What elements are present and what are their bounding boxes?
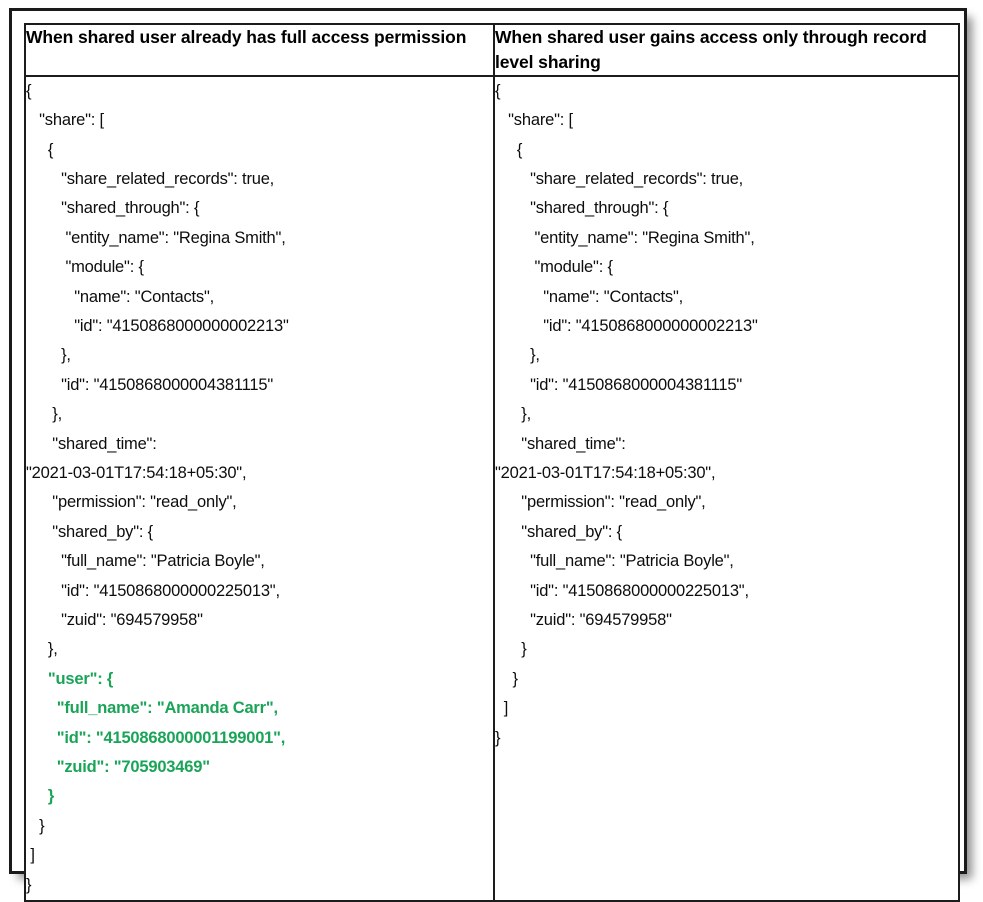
code-line: "module": { (495, 258, 613, 277)
column-header-record-level-sharing-text: When shared user gains access only throu… (495, 27, 927, 72)
code-line: "shared_by": { (26, 522, 153, 541)
json-code-block-record-level-sharing: { "share": [ { "share_related_records": … (495, 77, 958, 753)
code-line: } (26, 875, 32, 894)
code-line: "entity_name": "Regina Smith", (26, 228, 286, 247)
code-line: "id": "4150868000000225013", (495, 581, 749, 600)
code-line: "shared_through": { (26, 199, 200, 218)
code-line: "shared_by": { (495, 522, 622, 541)
code-line: "share": [ (495, 111, 573, 130)
code-cell-full-access: { "share": [ { "share_related_records": … (24, 74, 495, 902)
code-line: "share_related_records": true, (495, 169, 744, 188)
table-header-row: When shared user already has full access… (24, 23, 960, 77)
code-line: "zuid": "694579958" (495, 611, 672, 629)
code-line: { (495, 140, 523, 159)
code-line: "id": "4150868000000225013", (26, 581, 280, 600)
code-line: "permission": "read_only", (495, 493, 706, 512)
column-header-record-level-sharing: When shared user gains access only throu… (493, 23, 960, 77)
screenshot-frame: When shared user already has full access… (9, 8, 967, 902)
column-header-full-access: When shared user already has full access… (24, 23, 495, 77)
code-line: "name": "Contacts", (495, 287, 683, 306)
code-line: "shared_through": { (495, 199, 669, 218)
code-line: "id": "4150868000004381115" (26, 375, 274, 394)
code-line: "id": "4150868000000002213" (26, 316, 289, 335)
comparison-table: When shared user already has full access… (24, 23, 960, 902)
code-line: }, (26, 640, 58, 659)
code-line: "shared_time": (26, 434, 157, 453)
code-line: "user": { (26, 669, 114, 688)
code-line: ] (495, 699, 509, 718)
code-line: "name": "Contacts", (26, 287, 214, 306)
code-line: "id": "4150868000000002213" (495, 316, 758, 335)
code-line: "full_name": "Amanda Carr", (26, 699, 278, 718)
code-line: "id": "4150868000004381115" (495, 375, 743, 394)
code-line: "share_related_records": true, (26, 169, 275, 188)
code-line: "zuid": "694579958" (26, 611, 203, 629)
code-line: "module": { (26, 258, 144, 277)
table-body-row: { "share": [ { "share_related_records": … (24, 74, 960, 902)
code-line: { (26, 81, 32, 100)
code-line: { (26, 140, 54, 159)
code-line: "full_name": "Patricia Boyle", (26, 552, 265, 571)
code-cell-record-level-sharing: { "share": [ { "share_related_records": … (493, 74, 960, 902)
code-line: "permission": "read_only", (26, 493, 237, 512)
code-line: }, (495, 405, 532, 424)
code-line: "shared_time": (495, 434, 626, 453)
column-header-full-access-text: When shared user already has full access… (26, 27, 467, 47)
code-line: ] (26, 846, 35, 865)
code-line: "entity_name": "Regina Smith", (495, 228, 755, 247)
code-line: "zuid": "705903469" (26, 758, 210, 777)
code-line: "full_name": "Patricia Boyle", (495, 552, 734, 571)
code-line: } (495, 669, 519, 688)
code-line: } (26, 816, 45, 835)
code-line: "2021-03-01T17:54:18+05:30", (26, 463, 247, 482)
code-line: "id": "4150868000001199001", (26, 728, 286, 747)
code-line: { (495, 81, 501, 100)
code-line: "share": [ (26, 111, 104, 130)
code-line: } (495, 640, 527, 659)
code-line: "2021-03-01T17:54:18+05:30", (495, 463, 716, 482)
code-line: }, (26, 346, 71, 365)
code-line: } (26, 787, 55, 806)
code-line: } (495, 728, 501, 747)
code-line: }, (495, 346, 540, 365)
code-line: }, (26, 405, 63, 424)
json-code-block-full-access: { "share": [ { "share_related_records": … (26, 77, 493, 900)
